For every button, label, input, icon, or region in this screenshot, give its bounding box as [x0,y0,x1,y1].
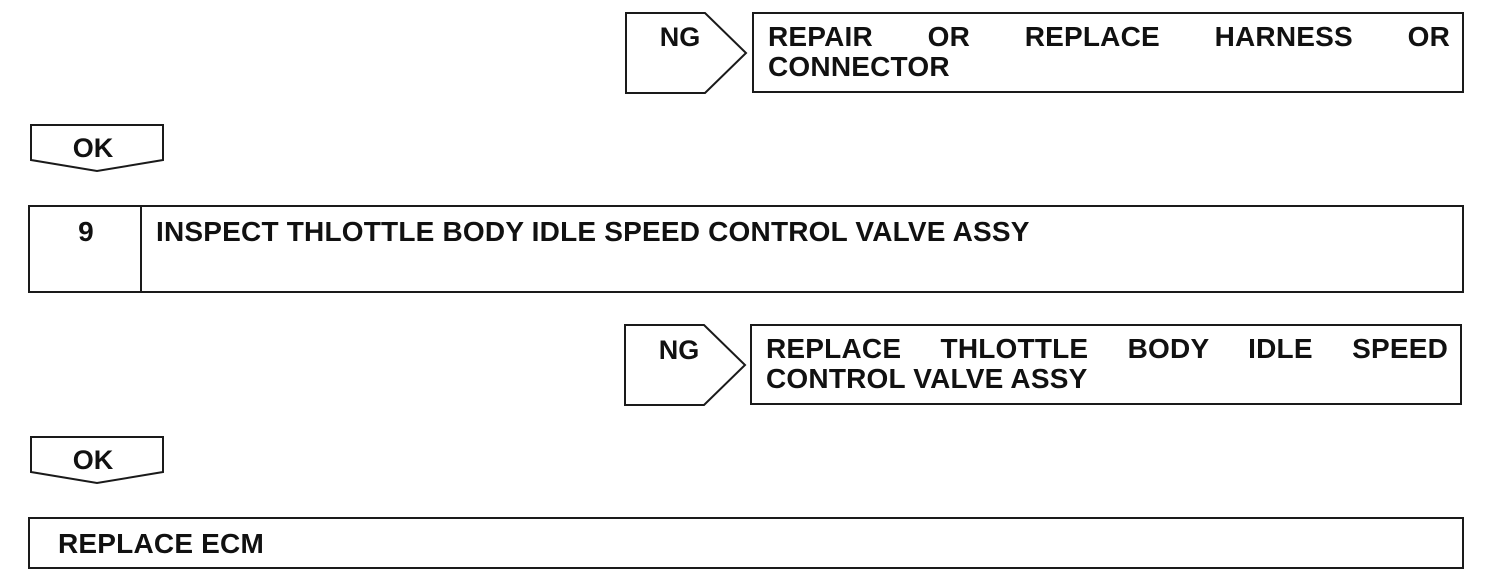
ok-label-2: OK [72,445,114,475]
ng-arrow-shape-2 [624,324,747,406]
step-box-9: 9 INSPECT THLOTTLE BODY IDLE SPEED CONTR… [28,205,1464,293]
ok-arrow-shape-1 [30,124,164,173]
step-number: 9 [78,216,94,247]
action-text-replace-valve: REPLACE THLOTTLE BODY IDLE SPEED CONTROL… [766,333,1448,394]
ok-label-1: OK [72,133,114,163]
ng-label-2: NG [658,335,700,365]
final-action-text: REPLACE ECM [58,528,264,559]
action-box-replace-valve: REPLACE THLOTTLE BODY IDLE SPEED CONTROL… [750,324,1462,405]
action-text-repair-harness: REPAIR OR REPLACE HARNESS OR CONNECTOR [768,21,1450,82]
step-number-cell: 9 [30,207,142,291]
ok-arrow-shape-2 [30,436,164,485]
ng-arrow-shape-1 [625,12,748,94]
step-title: INSPECT THLOTTLE BODY IDLE SPEED CONTROL… [156,216,1030,247]
ng-label-1: NG [659,22,701,52]
action-box-repair-harness: REPAIR OR REPLACE HARNESS OR CONNECTOR [752,12,1464,93]
final-action-box: REPLACE ECM [28,517,1464,569]
